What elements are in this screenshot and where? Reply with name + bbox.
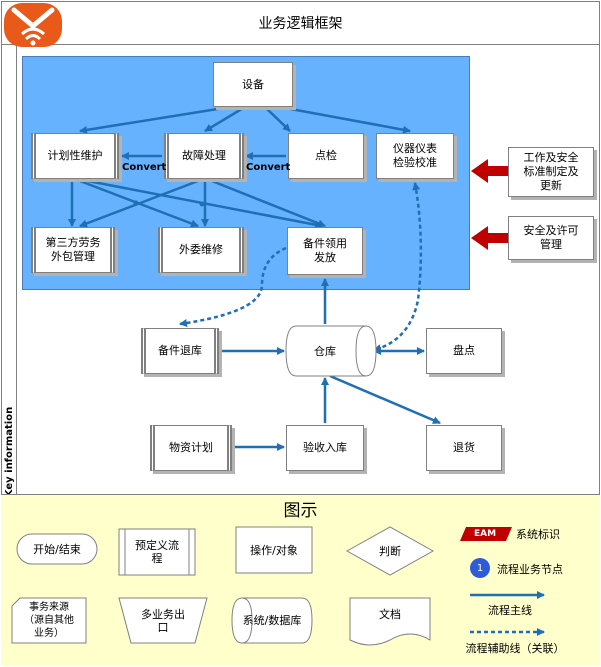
node-inventory-count: 盘点	[426, 328, 502, 374]
node-warehouse: 仓库	[314, 344, 336, 358]
legend-node-number: 1	[476, 562, 484, 574]
edge-spares-returns-dashed	[179, 246, 287, 327]
edge-instrument-warehouse-dashed	[373, 182, 423, 352]
edge-equipment-spot	[264, 106, 291, 132]
legend-operation-shape	[235, 526, 313, 574]
side-strip	[1, 45, 17, 494]
legend-predefined-shape	[118, 528, 196, 576]
node-receiving-inbound: 验收入库	[286, 425, 364, 471]
convert-label: Convert	[246, 162, 291, 173]
legend-start-end-shape	[16, 533, 98, 565]
logo-icon	[4, 3, 62, 47]
node-instrument-calibration: 仪器仪表 检验校准	[376, 133, 454, 179]
legend-predefined-process: 预定义流 程	[135, 539, 179, 565]
node-spot-check: 点检	[288, 133, 364, 179]
legend-node-number-shape	[470, 558, 490, 578]
legend-system-mark: 系统标识	[516, 527, 560, 541]
legend-event-source-shape	[11, 597, 87, 644]
legend-multi-exit-shape	[118, 597, 208, 644]
edge-fault-third	[79, 179, 199, 228]
edge-fault-spares	[211, 179, 326, 228]
legend-eam-badge: EAM	[473, 528, 497, 539]
red-arrow-standards	[471, 159, 508, 183]
legend-operation-object: 操作/对象	[250, 543, 298, 557]
junction-dot	[199, 201, 205, 207]
node-equipment: 设备	[213, 62, 293, 107]
red-arrow-permit	[471, 226, 508, 250]
edge-equipment-planned	[79, 105, 231, 134]
legend-eam-badge-shape	[460, 527, 512, 541]
legend-event-source: 事务来源 （源自其他 业务）	[24, 602, 74, 639]
legend-multi-exit: 多业务出 口	[141, 607, 185, 634]
edge-equipment-instrument	[279, 105, 411, 134]
node-fault-handling: 故障处理	[164, 133, 244, 179]
node-spare-parts-issue: 备件领用 发放	[287, 227, 363, 275]
node-outsourced-repair: 外委维修	[158, 227, 244, 273]
node-planned-maintenance: 计划性维护	[31, 133, 119, 179]
legend-database-shape	[231, 597, 313, 644]
legend-process-node: 流程业务节点	[497, 562, 563, 576]
junction-dot	[133, 200, 139, 206]
node-return-goods: 退货	[426, 425, 502, 471]
node-spare-parts-return: 备件退库	[141, 328, 219, 374]
node-work-safety-standards: 工作及安全 标准制定及 更新	[508, 147, 594, 197]
legend-document: 文档	[379, 607, 401, 621]
convert-label: Convert	[122, 162, 167, 173]
node-third-party-outsourcing: 第三方劳务 外包管理	[31, 227, 115, 273]
legend-aux-line-label: 流程辅助线（关联）	[465, 641, 565, 655]
legend-main-line-label: 流程主线	[488, 603, 532, 617]
node-material-plan: 物资计划	[150, 425, 232, 471]
legend-system-database: 系统/数据库	[242, 613, 302, 627]
edge-equipment-fault	[204, 105, 246, 133]
legend-decision-shape	[345, 526, 435, 576]
edge-warehouse-return	[329, 374, 441, 425]
legend-title: 图示	[283, 501, 318, 521]
legend-document-shape	[349, 597, 431, 646]
node-safety-permit: 安全及许可 管理	[508, 216, 594, 260]
legend-decision: 判断	[379, 544, 401, 558]
legend-start-end: 开始/结束	[33, 542, 81, 556]
diagram-title: 业务逻辑框架	[1, 1, 600, 45]
